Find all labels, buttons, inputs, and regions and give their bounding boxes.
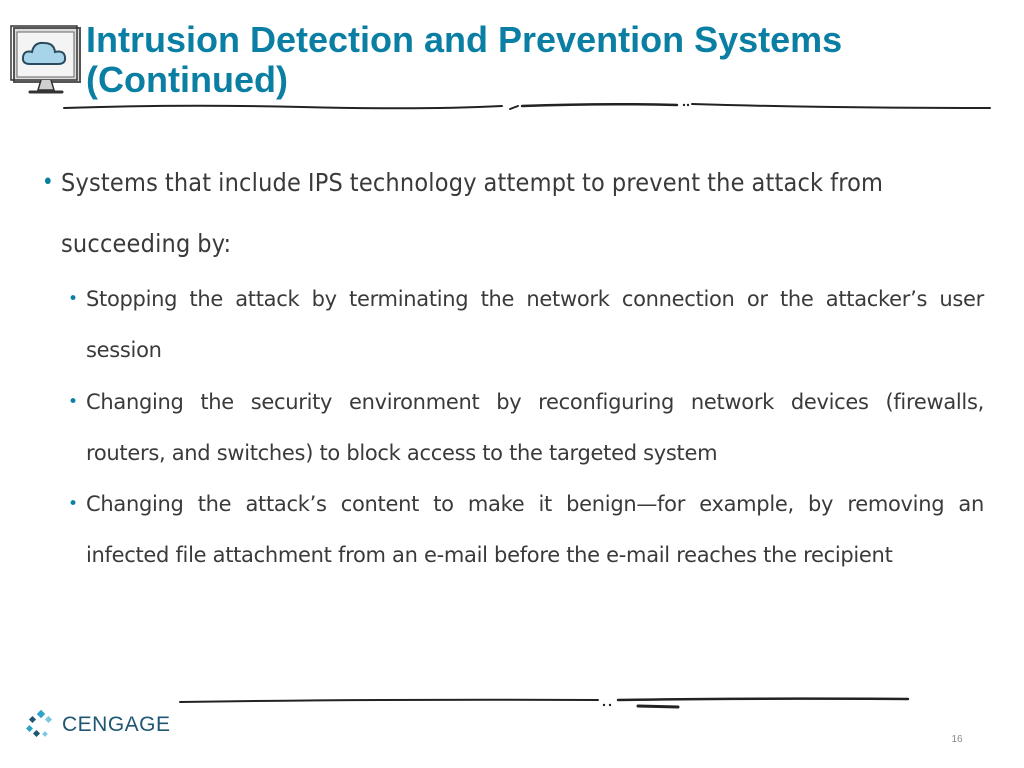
sub-bullet-text: Stopping the attack by terminating the n…	[86, 287, 984, 363]
page-number: 16	[951, 734, 963, 745]
slide-content: • Systems that include IPS technology at…	[40, 152, 984, 582]
sub-bullet: • Stopping the attack by terminating the…	[66, 274, 984, 377]
bullet-marker: •	[68, 494, 78, 515]
cengage-logo: CENGAGE	[26, 708, 171, 742]
sub-bullet: • Changing the security environment by r…	[66, 377, 984, 480]
main-bullet-text: Systems that include IPS technology atte…	[61, 168, 884, 258]
sub-bullet: • Changing the attack’s content to make …	[66, 479, 984, 582]
title-divider	[63, 102, 991, 110]
bullet-marker: •	[68, 391, 78, 412]
bullet-marker: •	[42, 170, 54, 195]
footer-divider	[179, 697, 910, 709]
bullet-marker: •	[68, 289, 78, 309]
cengage-dots-icon	[26, 710, 53, 738]
main-bullet: • Systems that include IPS technology at…	[40, 152, 984, 274]
sub-bullet-text: Changing the attack’s content to make it…	[86, 492, 984, 568]
sub-bullet-text: Changing the security environment by rec…	[86, 389, 984, 465]
slide-title: Intrusion Detection and Prevention Syste…	[86, 19, 843, 100]
logo-text: CENGAGE	[62, 713, 171, 736]
cloud-monitor-icon	[10, 25, 81, 94]
